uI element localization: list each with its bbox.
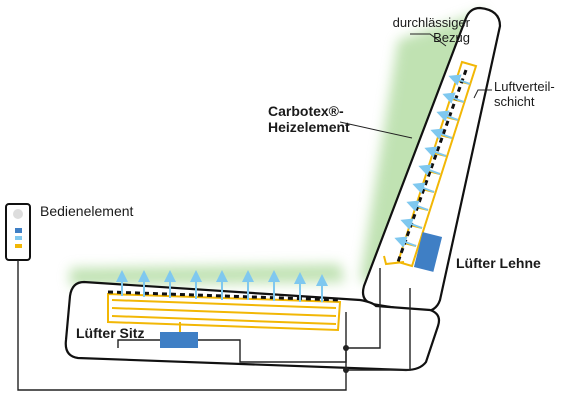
- label-heating-element: Carbotex®- Heizelement: [268, 103, 350, 135]
- seat-air-arrows: [116, 270, 328, 302]
- label-control-unit: Bedienelement: [40, 203, 134, 219]
- seat-carbotex-line: [107, 290, 341, 302]
- leader-lines: [339, 33, 492, 139]
- wiring: [17, 260, 411, 391]
- label-fan-seat: Lüfter Sitz: [76, 325, 145, 341]
- control-indicator-air: [15, 236, 22, 240]
- backrest-carbotex-line: [396, 69, 468, 263]
- seat-heating-element: [107, 292, 342, 334]
- label-cover: durchlässiger Bezug: [392, 15, 470, 45]
- label-air-layer: Luftverteil- schicht: [494, 79, 555, 109]
- backrest-air-arrows: [394, 74, 471, 248]
- control-indicator-heat: [15, 244, 22, 248]
- fan-seat-icon: [160, 332, 198, 348]
- wire-junction: [343, 345, 349, 351]
- control-indicator-blue: [15, 228, 22, 233]
- label-fan-backrest: Lüfter Lehne: [456, 255, 541, 271]
- wire-junction: [343, 367, 349, 373]
- control-knob-icon: [13, 209, 23, 219]
- fan-backrest-icon: [413, 232, 443, 272]
